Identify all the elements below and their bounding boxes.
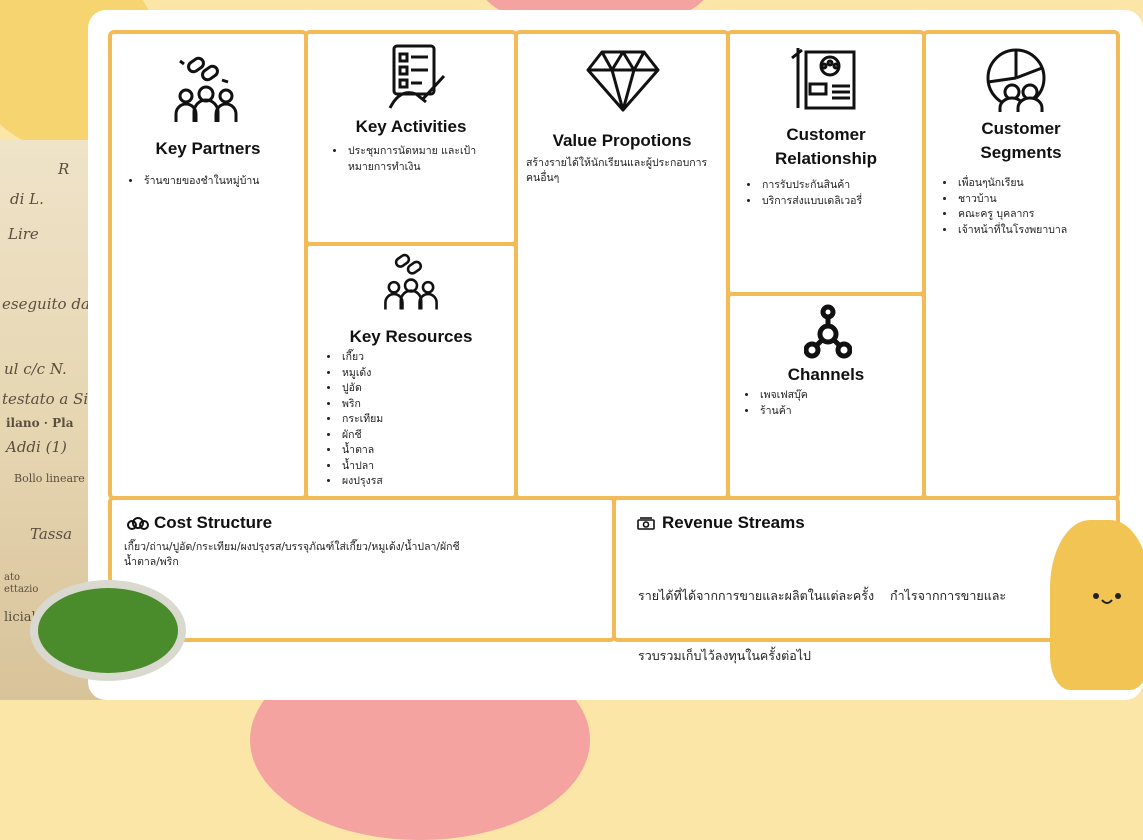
paper-text: Lire [8, 225, 39, 243]
revenue-text-line: รายได้ที่ได้จากการขายและผลิตในแต่ละครั้ง… [638, 588, 1007, 603]
customer-relationship-list: การรับประกันสินค้า บริการส่งแบบเดลิเวอรี… [742, 178, 914, 209]
diamond-icon [586, 50, 660, 112]
list-item: ร้านค้า [758, 404, 914, 420]
list-item: ประชุมการนัดหมาย และเป้าหมายการทำเงิน [346, 144, 494, 175]
key-partners-title: Key Partners [155, 139, 261, 158]
customer-relationship-cell: Customer Relationship การรับประกันสินค้า… [726, 30, 926, 296]
gears-icon [127, 517, 149, 530]
pie-chart-people-icon [986, 48, 1046, 112]
network-nodes-icon [804, 304, 852, 359]
cost-structure-title: Cost Structure [154, 513, 273, 532]
value-propositions-cell: Value Propotions สร้างรายได้ให้นักเรียนแ… [514, 30, 730, 500]
key-resources-cell: Key Resources เกี๊ยว หมูเด้ง ปูอัด พริก … [304, 242, 518, 500]
revenue-streams-title: Revenue Streams [662, 513, 805, 532]
channels-list: เพจเฟสบุ๊ค ร้านค้า [740, 388, 914, 419]
chain-people-icon [174, 56, 238, 122]
list-item: ปูอัด [340, 381, 504, 397]
key-activities-title: Key Activities [355, 117, 467, 136]
list-item: กระเทียม [340, 412, 504, 428]
list-item: เจ้าหน้าที่ในโรงพยาบาล [956, 223, 1110, 239]
customer-relationship-title-1: Customer [786, 125, 866, 144]
customer-relationship-title-2: Relationship [774, 149, 877, 168]
list-item: เพจเฟสบุ๊ค [758, 388, 914, 404]
checklist-writing-icon [388, 44, 446, 109]
presentation-board-icon [791, 48, 856, 110]
key-activities-list: ประชุมการนัดหมาย และเป้าหมายการทำเงิน [328, 144, 494, 175]
revenue-streams-cell: Revenue Streams รายได้ที่ได้จากการขายและ… [612, 496, 1120, 663]
customer-segments-title-1: Customer [981, 119, 1061, 138]
dumpling-face-icon [1093, 593, 1121, 604]
dumpling-character [1050, 520, 1143, 690]
customer-segments-cell: Customer Segments เพื่อนๆนักเรียน ชาวบ้า… [922, 30, 1120, 500]
list-item: น้ำปลา [340, 459, 504, 475]
money-icon [637, 517, 655, 530]
paper-text: ilano · Pla [6, 416, 74, 430]
cost-structure-text: เกี๊ยว/ถ่าน/ปูอัด/กระเทียม/ผงปรุงรส/บรรจ… [124, 541, 460, 568]
key-partners-list: ร้านขายของชำในหมู่บ้าน [124, 174, 298, 190]
revenue-streams-text: รายได้ที่ได้จากการขายและผลิตในแต่ละครั้ง… [638, 546, 1006, 706]
list-item: บริการส่งแบบเดลิเวอรี่ [760, 194, 914, 210]
paper-text: testato a Si [2, 390, 89, 408]
paper-text: eseguito da [2, 295, 90, 313]
list-item: คณะครู บุคลากร [956, 207, 1110, 223]
list-item: ร้านขายของชำในหมู่บ้าน [142, 174, 298, 190]
paper-text: ettazio [4, 584, 39, 595]
list-item: ผักชี [340, 428, 504, 444]
paper-text: ul c/c N. [4, 360, 67, 378]
chain-people-icon [384, 253, 438, 310]
key-activities-cell: Key Activities ประชุมการนัดหมาย และเป้าห… [304, 30, 518, 246]
list-item: เกี๊ยว [340, 350, 504, 366]
list-item: น้ำตาล [340, 443, 504, 459]
business-model-canvas: Key Partners ร้านขายของชำในหมู่บ้าน Key … [88, 10, 1143, 700]
list-item: ชาวบ้าน [956, 192, 1110, 208]
list-item: ผงปรุงรส [340, 474, 504, 490]
list-item: พริก [340, 397, 504, 413]
channels-cell: Channels เพจเฟสบุ๊ค ร้านค้า [726, 292, 926, 500]
customer-segments-list: เพื่อนๆนักเรียน ชาวบ้าน คณะครู บุคลากร เ… [938, 176, 1110, 238]
list-item: การรับประกันสินค้า [760, 178, 914, 194]
list-item: หมูเด้ง [340, 366, 504, 382]
value-propositions-text: สร้างรายได้ให้นักเรียนและผู้ประกอบการคนอ… [526, 157, 708, 184]
paper-text: ato [4, 572, 21, 583]
paper-text: Bollo lineare [14, 472, 85, 485]
key-resources-list: เกี๊ยว หมูเด้ง ปูอัด พริก กระเทียม ผักชี… [322, 350, 504, 490]
paper-text: di L. [10, 190, 44, 208]
key-partners-cell: Key Partners ร้านขายของชำในหมู่บ้าน [108, 30, 308, 500]
paper-text: Tassa [30, 525, 73, 543]
paper-text: R [58, 160, 70, 178]
list-item: เพื่อนๆนักเรียน [956, 176, 1110, 192]
revenue-text-line: รวบรวมเก็บไว้ลงทุนในครั้งต่อไป [638, 648, 811, 663]
value-propositions-title: Value Propotions [552, 131, 692, 150]
channels-title: Channels [787, 365, 865, 384]
key-resources-title: Key Resources [349, 327, 473, 346]
customer-segments-title-2: Segments [980, 143, 1062, 162]
dipping-sauce-bowl [30, 580, 186, 681]
paper-text: Addi (1) [6, 438, 67, 456]
cost-structure-cell: Cost Structure เกี๊ยว/ถ่าน/ปูอัด/กระเทีย… [108, 496, 616, 642]
